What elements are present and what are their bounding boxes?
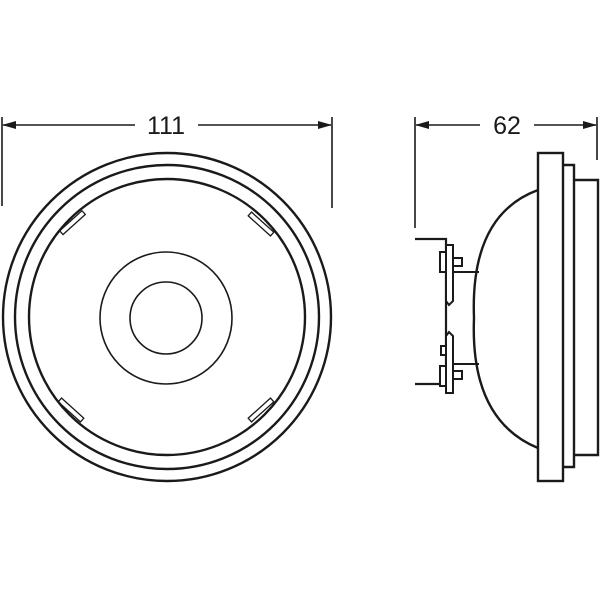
reflector-dome bbox=[472, 188, 539, 450]
front-view bbox=[1, 117, 333, 483]
reflector-edge-circle bbox=[27, 177, 307, 457]
retaining-tabs bbox=[57, 209, 275, 423]
tab-top-right bbox=[247, 211, 275, 237]
rim-outer-step bbox=[536, 151, 565, 483]
tab-top-left bbox=[58, 209, 87, 236]
tab-bottom-left bbox=[57, 397, 85, 423]
tab-bottom-right bbox=[247, 397, 275, 423]
side-view bbox=[414, 117, 600, 483]
center-lens-circle bbox=[129, 281, 203, 355]
outer-rim-circle bbox=[1, 151, 333, 483]
side-dimension-label: 62 bbox=[493, 112, 521, 140]
rim-middle-step bbox=[563, 163, 576, 469]
pin-bottom bbox=[439, 330, 463, 394]
pin-top bbox=[439, 244, 463, 307]
base-housing bbox=[415, 237, 448, 386]
inner-rim-circle bbox=[13, 163, 321, 471]
lens-ring-circle bbox=[99, 251, 233, 385]
front-dimension-label: 111 bbox=[147, 112, 185, 140]
rim-inner-step bbox=[574, 178, 600, 457]
